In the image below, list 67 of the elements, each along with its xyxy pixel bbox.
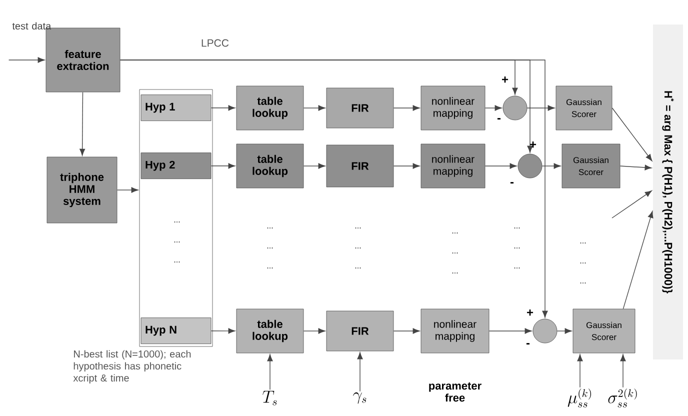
ellipsis: ... [580, 262, 586, 264]
arrow [556, 328, 572, 334]
arrow [357, 352, 363, 392]
arrow [80, 92, 86, 156]
result-band: H$^{*}$ = arg Max { P(H1), P(H2),...P(H1000)} [653, 24, 683, 360]
arrow [612, 190, 652, 218]
sign-label: - [497, 118, 501, 120]
process-box: nonlinear mapping [420, 144, 486, 188]
arrow [303, 163, 326, 169]
arrow [577, 354, 583, 388]
summing-circle [518, 154, 542, 178]
process-box: Gaussian Scorer [556, 86, 612, 130]
sign-label: + [530, 141, 536, 148]
summing-circle [502, 96, 528, 120]
arrow [393, 328, 420, 334]
parameter-symbol: $\sigma_{ss}^{2(k)}$ [608, 388, 637, 408]
arrow [620, 354, 626, 388]
arrow [210, 328, 236, 334]
arrow [622, 211, 654, 310]
arrow [303, 328, 326, 334]
arrow [8, 57, 45, 63]
process-box: FIR [326, 310, 394, 352]
sign-label: - [526, 343, 530, 345]
process-box: table lookup [236, 308, 304, 354]
ellipsis: ... [452, 272, 458, 274]
hypothesis-box: Hyp N [140, 318, 212, 344]
ellipsis: ... [580, 242, 586, 244]
process-box: Gaussian Scorer [562, 144, 620, 188]
summing-circle [532, 318, 558, 344]
arrow [542, 163, 561, 169]
ellipsis: ... [580, 282, 586, 284]
hypothesis-box: Hyp 2 [140, 152, 212, 179]
process-box: nonlinear mapping [420, 308, 490, 354]
arrow [526, 105, 555, 111]
parameter-symbol: $\mu_{ss}^{(k)}$ [568, 388, 592, 408]
arrow [484, 105, 502, 111]
parameter-symbol: $T_s$ [262, 390, 277, 406]
input-label: test data [12, 22, 52, 30]
sign-label: + [527, 309, 534, 316]
arrow [210, 163, 236, 169]
process-box: nonlinear mapping [420, 86, 486, 130]
arrow [116, 187, 138, 193]
arrow [267, 354, 273, 390]
arrow [484, 163, 517, 169]
process-box: triphone HMM system [46, 156, 118, 224]
process-box: FIR [326, 88, 394, 128]
hypothesis-box: Hyp 1 [140, 94, 212, 121]
ellipsis: ... [452, 252, 458, 254]
parameter-label: parameter free [429, 382, 482, 402]
edge-label: LPCC [202, 39, 229, 47]
node-label: N-best list (N=1000); each hypothesis has phonetic xcript & time [73, 350, 191, 384]
process-box: table lookup [236, 86, 304, 130]
parameter-symbol: $\gamma_s$ [353, 392, 366, 404]
process-box: FIR [326, 144, 394, 188]
arrow [393, 163, 420, 169]
ellipsis: ... [452, 232, 458, 234]
arrow [210, 105, 236, 111]
arrow [303, 105, 326, 111]
arrow [120, 60, 548, 318]
sign-label: + [502, 76, 508, 83]
process-box: table lookup [236, 144, 304, 188]
process-box: Gaussian Scorer [572, 308, 636, 354]
arrow [620, 164, 652, 170]
sign-label: - [510, 182, 514, 184]
arrow [612, 108, 652, 162]
arrow [488, 328, 532, 334]
arrow [393, 105, 420, 111]
